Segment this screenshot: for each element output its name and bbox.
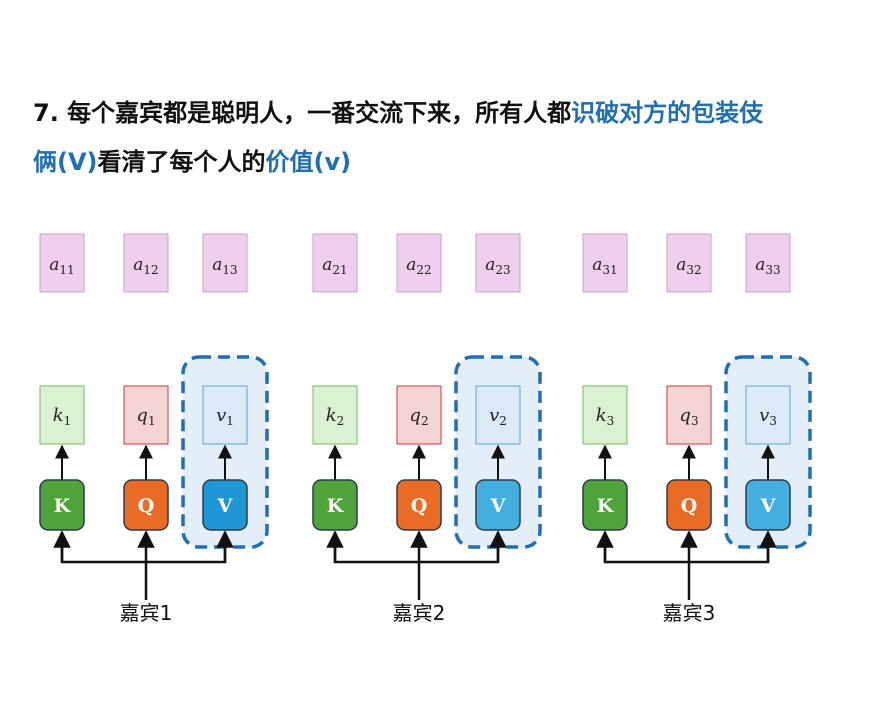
attention-score-label: a31 [592, 255, 617, 277]
attention-score-box [475, 233, 521, 293]
k-weight-button [582, 479, 628, 531]
k-weight-letter: K [597, 495, 615, 517]
q-weight-letter: Q [411, 495, 428, 517]
q-weight-button [123, 479, 169, 531]
guest-group-3: K Q V 嘉宾3 [582, 233, 812, 625]
attention-score-label: a12 [133, 255, 158, 277]
v-vector-box [202, 385, 248, 445]
k-weight-button [312, 479, 358, 531]
k-vector-label: k3 [596, 405, 615, 428]
title-highlight-1: 识破对方的包装伎 [571, 99, 764, 127]
k-weight-letter: K [327, 495, 345, 517]
guest-label: 嘉宾2 [393, 601, 446, 625]
guest-group-1: K Q V 嘉宾1 [39, 233, 269, 625]
v-vector-label: v3 [759, 405, 777, 428]
q-weight-button [396, 479, 442, 531]
q-vector-box [123, 385, 169, 445]
title-line-2: 俩(V)看清了每个人的价值(v) [33, 142, 351, 177]
guest-label: 嘉宾1 [120, 601, 173, 625]
k-vector-box [312, 385, 358, 445]
attention-score-box [312, 233, 358, 293]
attention-score-box [745, 233, 791, 293]
k-vector-label: k1 [53, 405, 72, 428]
title-highlight-2: 俩(V) [33, 148, 98, 176]
k-vector-label: k2 [326, 405, 345, 428]
attention-score-label: a11 [49, 255, 74, 277]
q-weight-button [666, 479, 712, 531]
guest-label: 嘉宾3 [663, 601, 716, 625]
q-vector-label: q2 [409, 405, 428, 428]
v-vector-box [745, 385, 791, 445]
q-vector-label: q3 [679, 405, 698, 428]
v-vector-label: v2 [489, 405, 507, 428]
attention-score-label: a33 [755, 255, 780, 277]
v-weight-button [475, 479, 521, 531]
title-highlight-3: 价值(v) [265, 148, 352, 176]
q-vector-label: q1 [136, 405, 155, 428]
v-weight-button [202, 479, 248, 531]
attention-score-label: a21 [322, 255, 347, 277]
v-weight-button [745, 479, 791, 531]
v-weight-letter: V [217, 495, 234, 517]
q-weight-letter: Q [681, 495, 698, 517]
attention-score-box [202, 233, 248, 293]
attention-score-box [39, 233, 85, 293]
attention-score-label: a32 [676, 255, 701, 277]
v-vector-label: v1 [216, 405, 234, 428]
k-vector-box [39, 385, 85, 445]
k-weight-button [39, 479, 85, 531]
v-vector-box [475, 385, 521, 445]
attention-score-label: a23 [485, 255, 510, 277]
attention-score-box [123, 233, 169, 293]
guest-group-2: K Q V 嘉宾2 [312, 233, 542, 625]
k-weight-letter: K [54, 495, 72, 517]
q-vector-box [396, 385, 442, 445]
v-weight-letter: V [760, 495, 777, 517]
v-weight-letter: V [490, 495, 507, 517]
q-vector-box [666, 385, 712, 445]
k-vector-box [582, 385, 628, 445]
title-middle: 看清了每个人的 [97, 148, 266, 176]
title-prefix: 7. 每个嘉宾都是聪明人，一番交流下来，所有人都 [33, 99, 572, 127]
attention-score-label: a13 [212, 255, 237, 277]
attention-score-box [582, 233, 628, 293]
q-weight-letter: Q [138, 495, 155, 517]
title-line-1: 7. 每个嘉宾都是聪明人，一番交流下来，所有人都识破对方的包装伎 [33, 93, 763, 128]
attention-score-box [666, 233, 712, 293]
attention-score-box [396, 233, 442, 293]
attention-score-label: a22 [406, 255, 431, 277]
